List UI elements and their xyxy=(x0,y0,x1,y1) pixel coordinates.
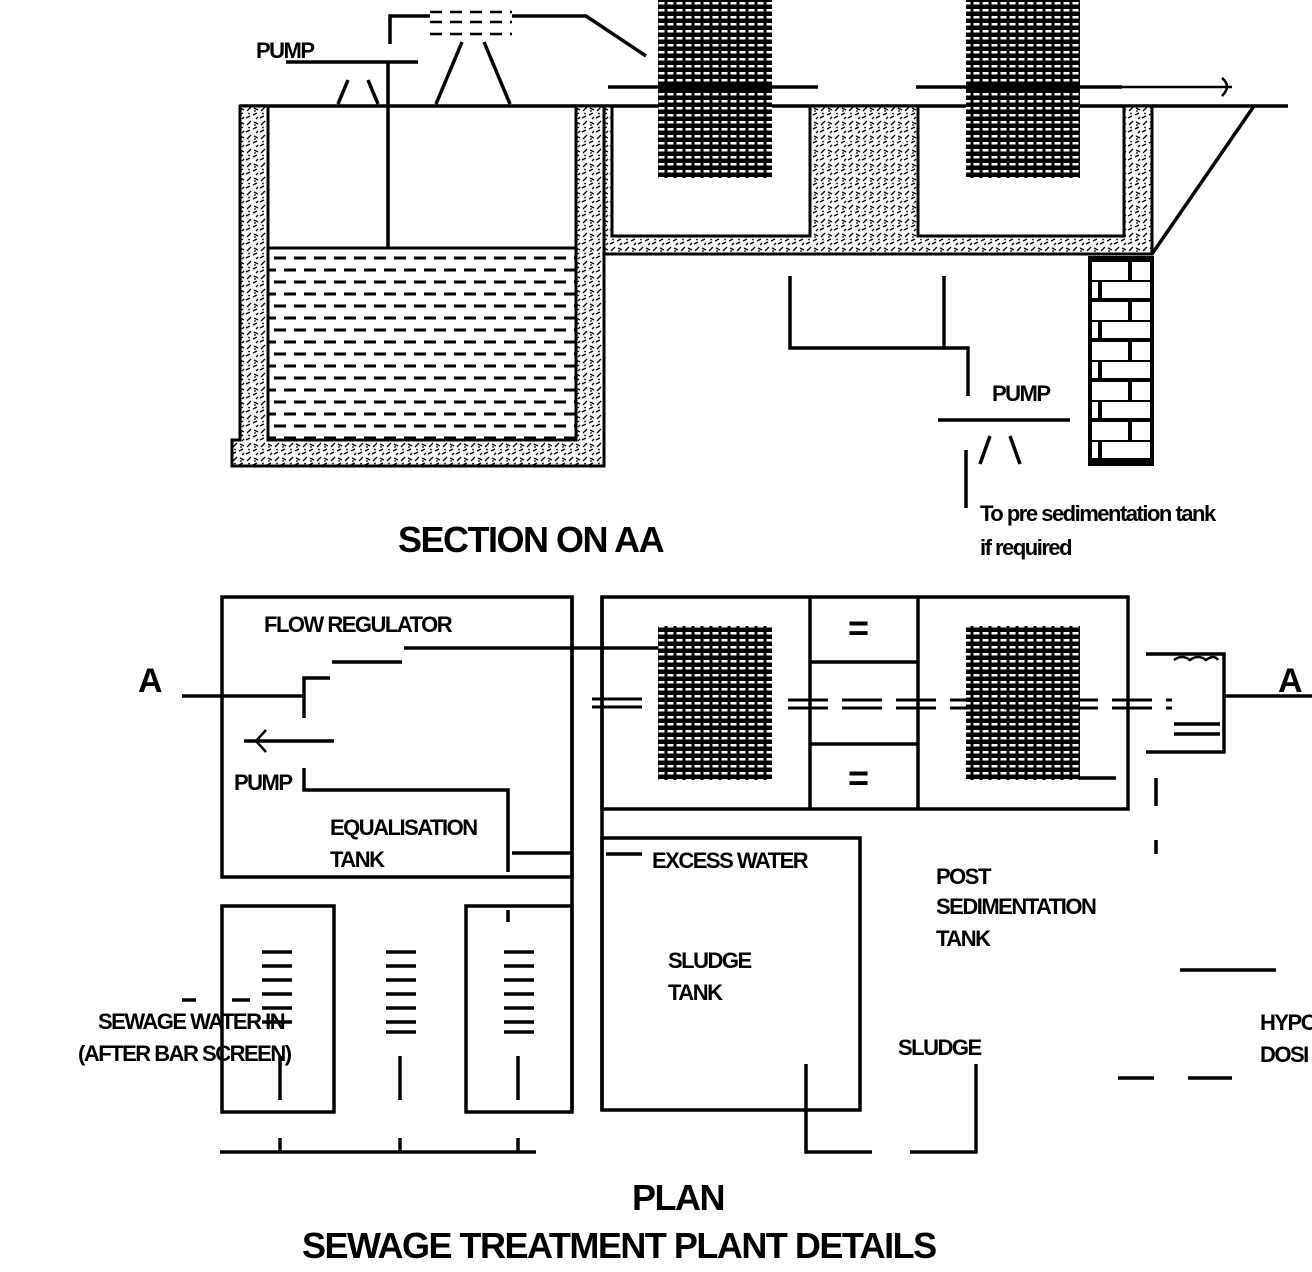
equalisation-tank-section xyxy=(230,62,606,468)
section-cut-line xyxy=(592,697,1172,710)
equals-sign-top: = xyxy=(848,607,868,648)
pump-lower-label: PUMP xyxy=(992,381,1050,406)
post-sedimentation-label-line2: SEDIMENTATION xyxy=(936,894,1096,919)
section-title: SECTION ON AA xyxy=(398,519,665,560)
plan-view: A FLOW REGULATOR PUMP EQUALISATION TANK … xyxy=(78,595,1312,1154)
media-plan-2 xyxy=(966,626,1080,780)
brick-wall xyxy=(1088,256,1154,466)
sloping-bank xyxy=(1150,105,1256,255)
pump-lower: PUMP xyxy=(788,276,1070,508)
outlet-arrow xyxy=(1221,77,1229,97)
pump-plan-arrow xyxy=(254,729,267,753)
sludge-label: SLUDGE xyxy=(898,1035,982,1060)
media-block-1 xyxy=(658,0,772,178)
media-plan-1 xyxy=(658,626,772,780)
sludge-tank-label-line2: TANK xyxy=(668,980,723,1005)
aeration-tanks-section xyxy=(602,0,1232,256)
drawing-title: SEWAGE TREATMENT PLANT DETAILS xyxy=(302,1225,936,1266)
outlet-chamber xyxy=(1146,652,1226,754)
plan-title: PLAN xyxy=(632,1177,724,1218)
equals-sign-bottom: = xyxy=(848,757,868,798)
flow-regulator-label: FLOW REGULATOR xyxy=(264,612,453,637)
excess-water-label: EXCESS WATER xyxy=(652,848,809,873)
section-marker-right: A xyxy=(1278,662,1302,700)
water-body xyxy=(266,246,578,442)
pump-top-label: PUMP xyxy=(256,38,314,63)
sludge-tank-label-line1: SLUDGE xyxy=(668,948,752,973)
pre-sedimentation-note-line1: To pre sedimentation tank xyxy=(980,501,1217,526)
section-view: PUMP xyxy=(230,0,1288,560)
sewage-in-label-line1: SEWAGE WATER IN xyxy=(98,1009,285,1034)
sludge-return-pipe xyxy=(804,1064,872,1154)
hypo-dosing-label-line2: DOSI xyxy=(1260,1042,1308,1067)
pre-sedimentation-note-line2: if required xyxy=(980,535,1071,560)
pump-plan-label: PUMP xyxy=(234,770,292,795)
equalisation-label-line1: EQUALISATION xyxy=(330,815,477,840)
aeration-tanks-plan xyxy=(600,595,1130,811)
bar-screen-chambers xyxy=(182,904,574,1154)
post-sedimentation-label-line3: TANK xyxy=(936,926,991,951)
screen-bars-1 xyxy=(262,950,292,1024)
screen-bars-2 xyxy=(386,950,416,1034)
equalisation-label-line2: TANK xyxy=(330,847,385,872)
pump-top: PUMP xyxy=(256,38,418,105)
media-block-2 xyxy=(966,0,1080,178)
post-sedimentation-label-line1: POST xyxy=(936,864,992,889)
distribution-header xyxy=(388,10,647,105)
hypo-dosing-label-line1: HYPO xyxy=(1260,1010,1312,1035)
section-marker-left: A xyxy=(138,662,162,700)
sewage-in-label-line2: (AFTER BAR SCREEN) xyxy=(78,1041,292,1066)
screen-bars-3 xyxy=(504,950,534,1034)
sludge-tank-plan xyxy=(600,836,862,1112)
